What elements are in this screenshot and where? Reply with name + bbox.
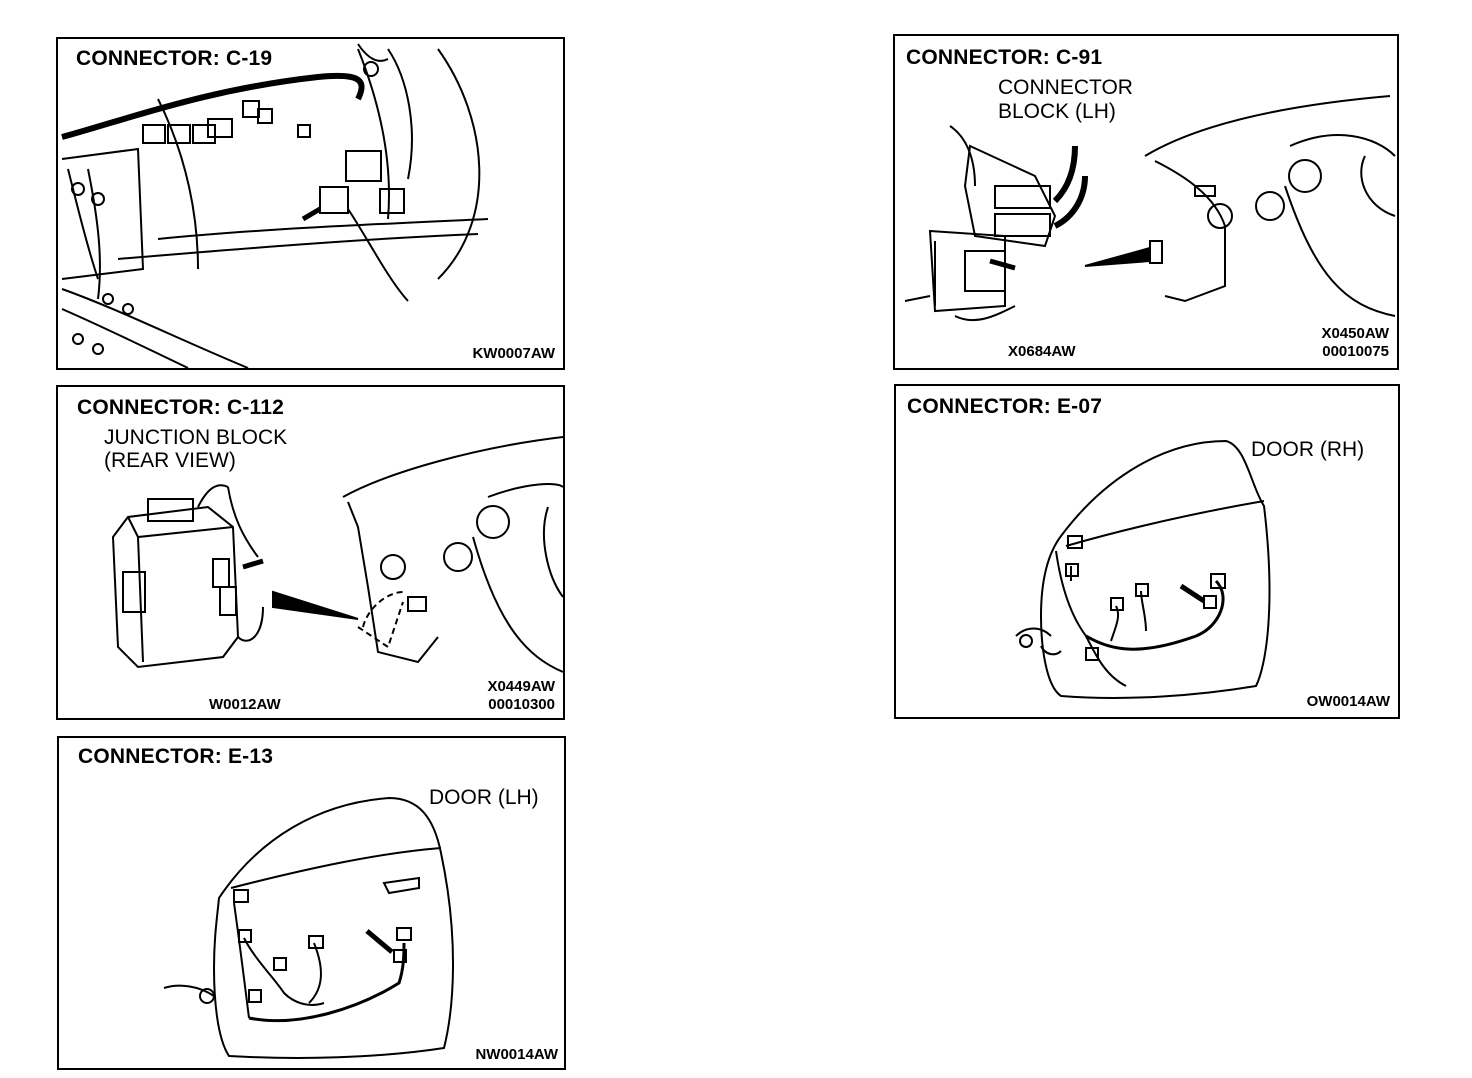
image-code-left: W0012AW: [209, 696, 281, 713]
image-code-right: X0449AW: [487, 678, 555, 695]
image-code-number: 00010300: [488, 696, 555, 713]
callout-label-door-rh: DOOR (RH): [1251, 438, 1365, 461]
image-code-left: X0684AW: [1008, 343, 1076, 360]
panel-connector-e07: CONNECTOR: E-07 DOOR (RH) OW0014AW: [894, 384, 1400, 719]
callout-label-connector: CONNECTOR: [998, 76, 1133, 99]
panel-title: CONNECTOR: C-112: [77, 396, 285, 419]
panel-connector-c112: CONNECTOR: C-112 JUNCTION BLOCK (REAR VI…: [56, 385, 565, 720]
panel-connector-e13: CONNECTOR: E-13 DOOR (LH) NW0014AW: [57, 736, 566, 1070]
panel-title: CONNECTOR: E-13: [78, 745, 274, 768]
callout-label-rear-view: (REAR VIEW): [104, 449, 236, 472]
image-code: NW0014AW: [475, 1046, 558, 1063]
callout-label-block-lh: BLOCK (LH): [998, 100, 1116, 123]
image-code-right: X0450AW: [1321, 325, 1389, 342]
panel-connector-c91: CONNECTOR: C-91 CONNECTOR BLOCK (LH) X06…: [893, 34, 1399, 370]
image-code-number: 00010075: [1322, 343, 1389, 360]
callout-label-junction-block: JUNCTION BLOCK: [104, 426, 288, 449]
door-rh-illustration: [1015, 439, 1271, 699]
callout-label-door-lh: DOOR (LH): [429, 786, 539, 809]
junction-block-illustration: [111, 436, 563, 673]
image-code: OW0014AW: [1306, 693, 1390, 710]
panel-connector-c19: CONNECTOR: C-19 KW0007AW: [56, 37, 565, 370]
panel-title: CONNECTOR: C-91: [906, 46, 1103, 69]
dashboard-harness-illustration: [61, 43, 489, 368]
panel-title: CONNECTOR: C-19: [76, 47, 273, 70]
image-code: KW0007AW: [472, 345, 555, 362]
connector-block-illustration: [904, 95, 1396, 322]
panel-title: CONNECTOR: E-07: [907, 395, 1103, 418]
door-lh-illustration: [163, 796, 455, 1059]
